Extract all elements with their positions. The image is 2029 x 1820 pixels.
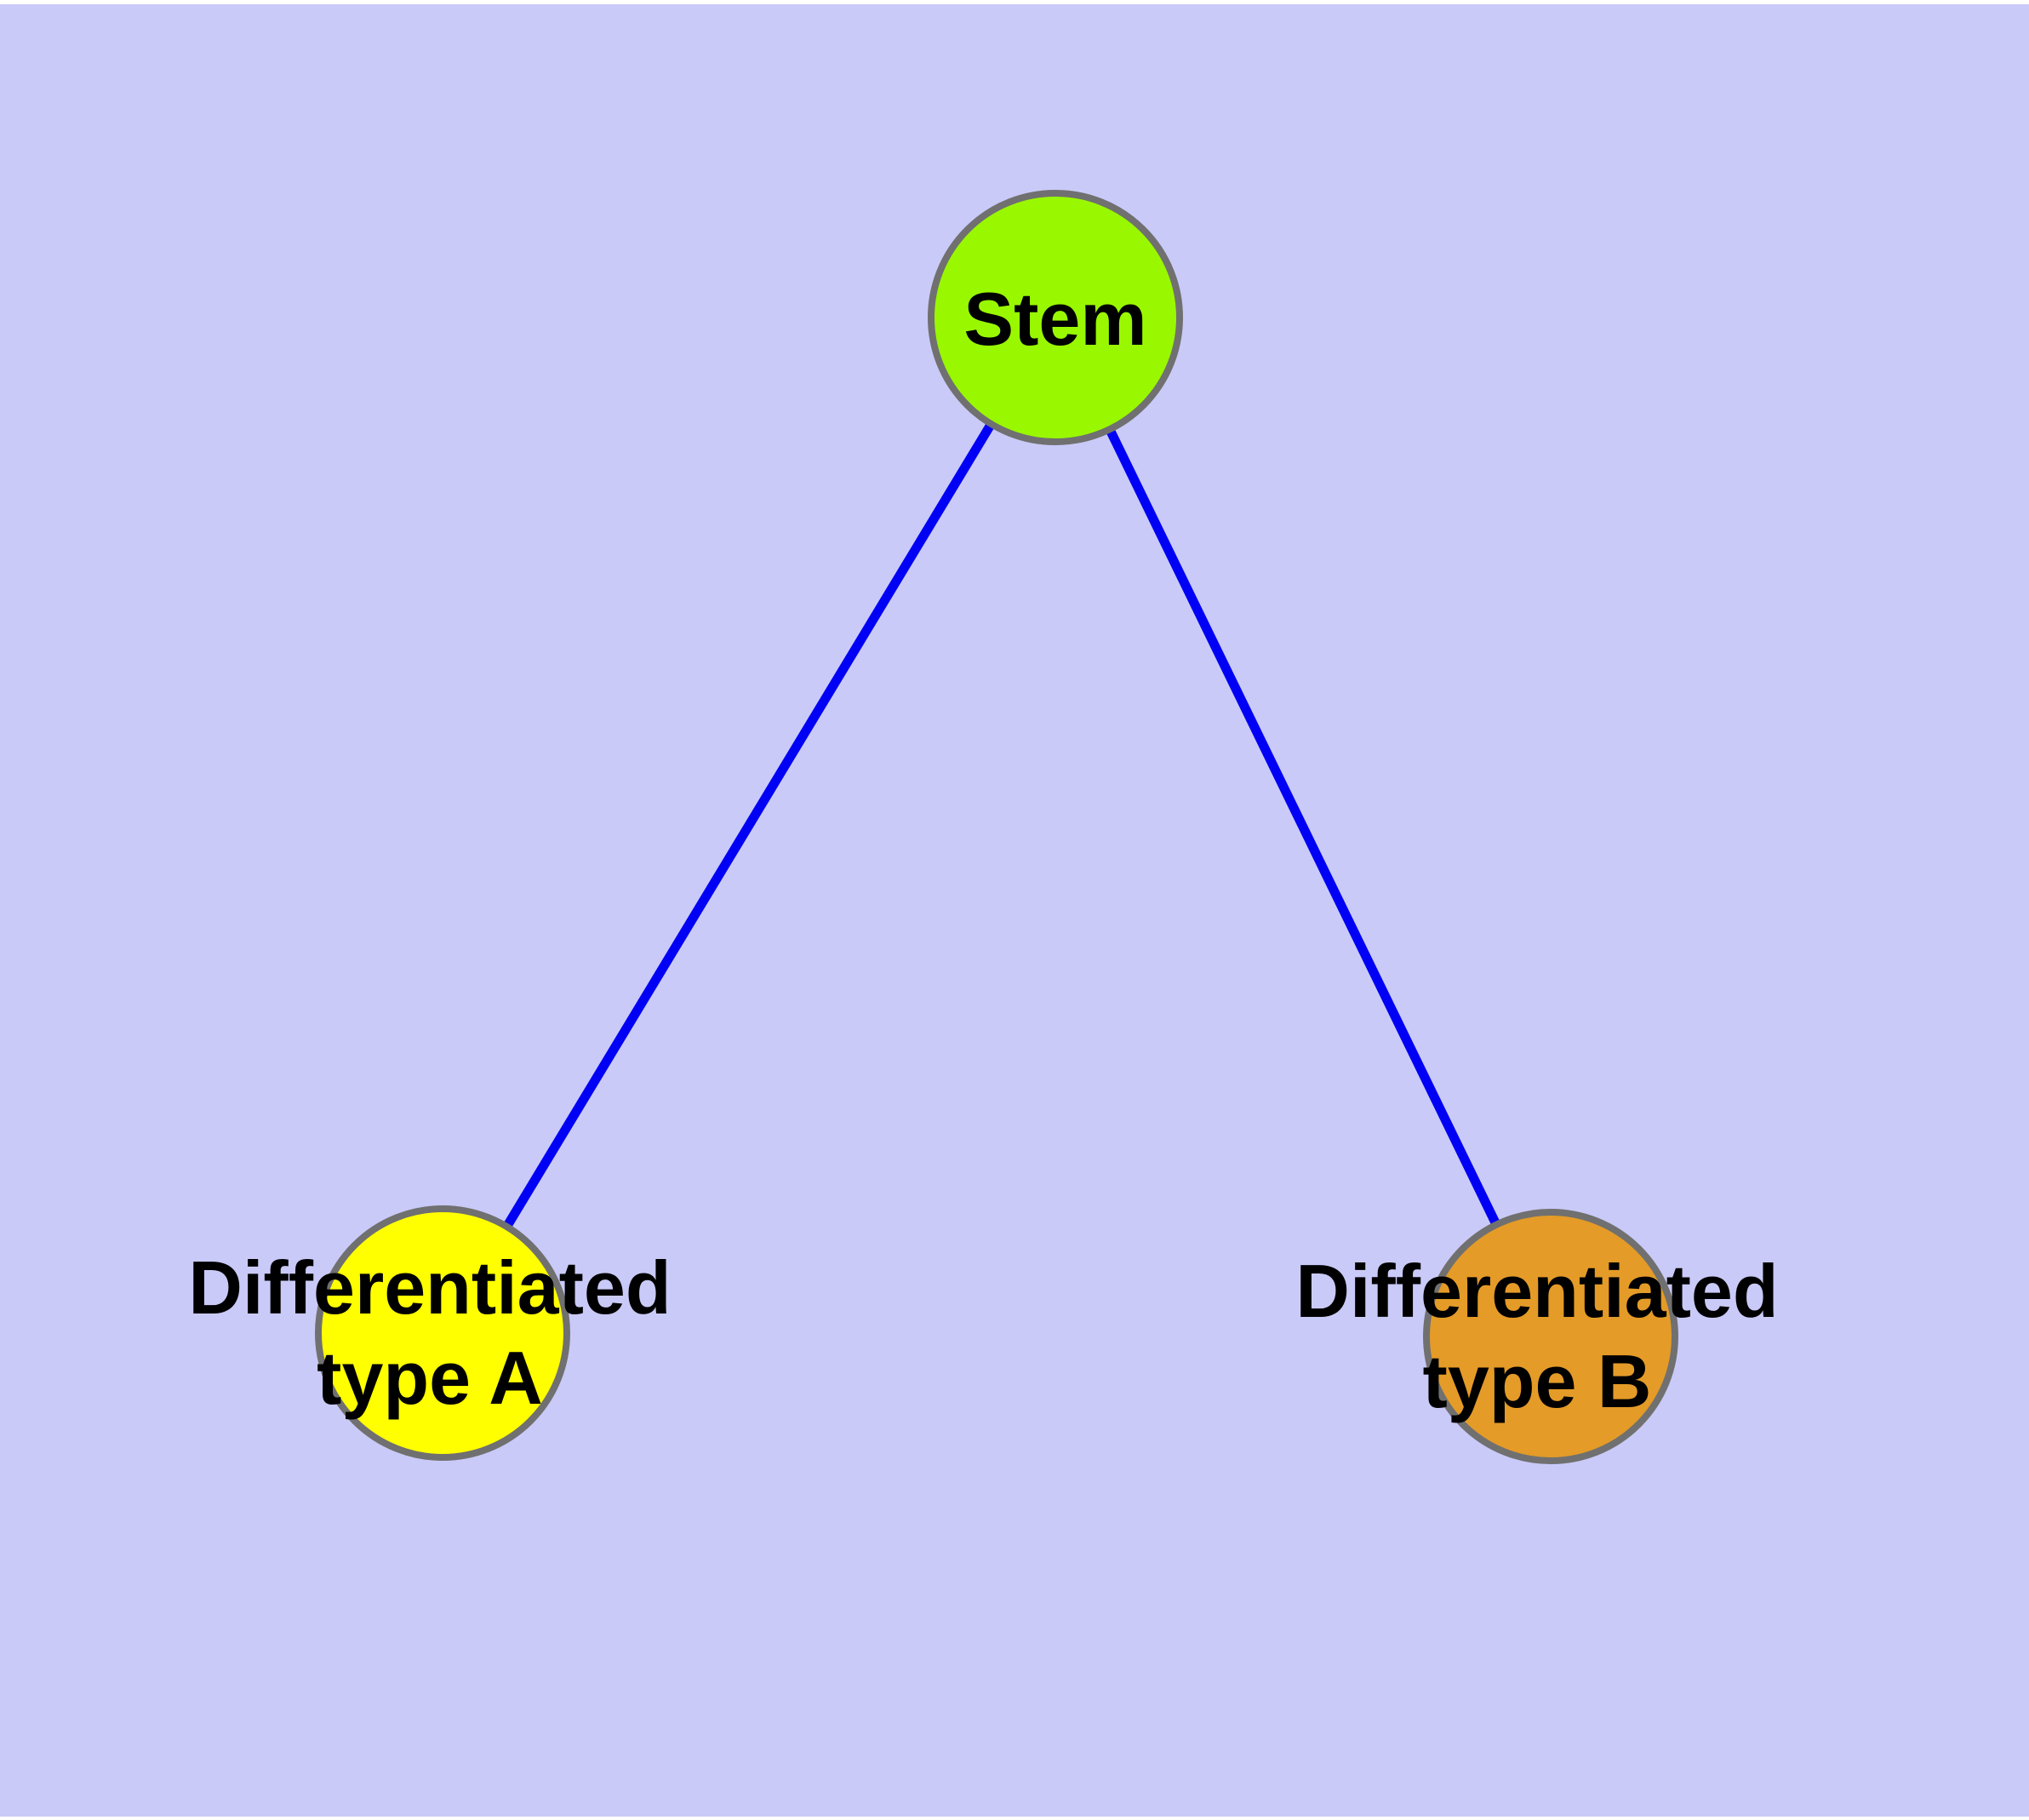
- node-type-a-label: Differentiated type A: [188, 1245, 672, 1420]
- node-type-b-label: Differentiated type B: [1295, 1249, 1779, 1423]
- edge-stem-to-type-b: [1051, 315, 1555, 1339]
- node-stem-label: Stem: [963, 277, 1147, 361]
- edge-stem-to-type-a: [438, 315, 1060, 1336]
- canvas-margin-top: [0, 0, 2029, 4]
- node-type-a-circle: [315, 1205, 570, 1461]
- canvas-margin-bottom: [0, 1817, 2029, 1820]
- node-type-b-circle: [1423, 1209, 1678, 1464]
- node-stem-circle: [928, 190, 1183, 445]
